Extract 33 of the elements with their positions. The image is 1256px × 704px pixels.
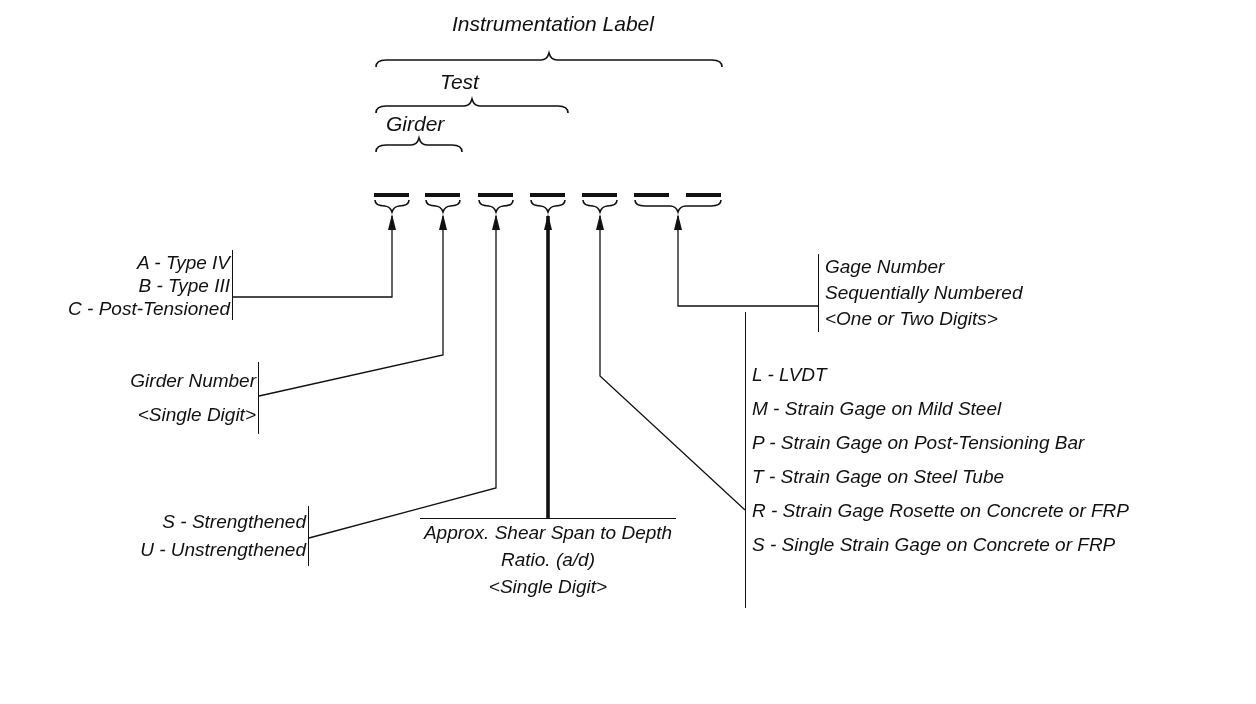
option-text: Approx. Shear Span to Depth Ratio. (a/d) [422,521,674,572]
option-text: A - Type IV [137,250,230,274]
option-text: T - Strain Gage on Steel Tube [752,465,1005,489]
option-text: <One or Two Digits> [825,307,998,331]
blank-slot [423,190,463,216]
blank-slot [476,190,516,216]
option-text: P - Strain Gage on Post-Tensioning Bar [752,431,1085,455]
bracket-label: Girder [386,112,445,136]
option-text: S - Strengthened [162,510,306,534]
arrow [308,214,500,539]
option-text: Sequentially Numbered [825,281,1023,305]
option-text: L - LVDT [752,363,827,387]
arrow [674,214,819,307]
bracket-label: Test [440,70,479,94]
option-text: M - Strain Gage on Mild Steel [752,397,1002,421]
blank-slot [580,190,620,216]
arrow [232,214,396,298]
option-text: Gage Number [825,255,945,279]
option-text: U - Unstrengthened [140,538,306,562]
blank-slot [372,190,412,216]
option-text: R - Strain Gage Rosette on Concrete or FRP [752,499,1129,523]
arrow [596,214,746,511]
option-text: Girder Number [130,369,256,393]
arrow [544,214,552,518]
arrow [258,214,447,397]
option-text: <Single Digit> [488,575,608,599]
option-text: <Single Digit> [137,403,256,427]
blank-slot [528,190,568,216]
option-text: C - Post-Tensioned [68,296,230,320]
bracket-label: Instrumentation Label [452,12,654,36]
blank-slot [632,190,724,216]
option-text: B - Type III [138,273,230,297]
option-text: S - Single Strain Gage on Concrete or FRP [752,533,1116,557]
